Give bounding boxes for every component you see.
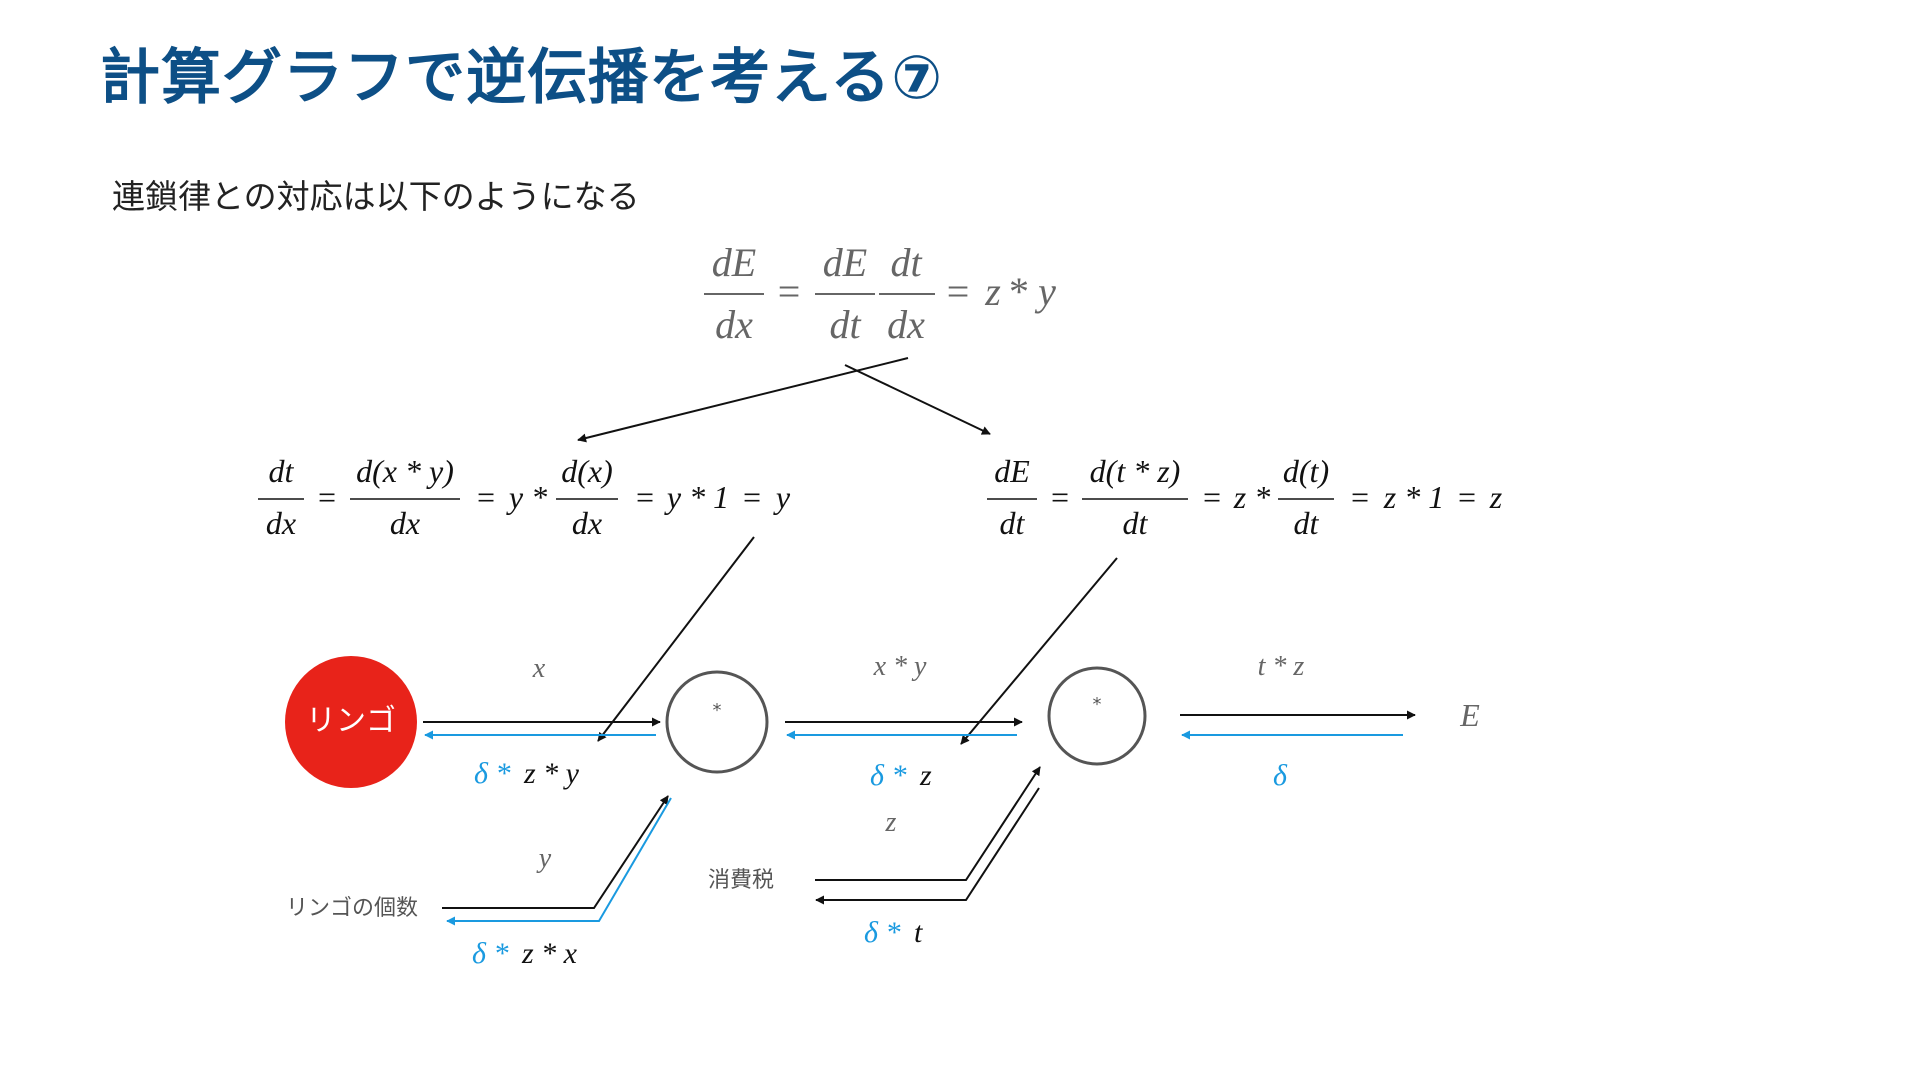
top-equals-1: = <box>778 269 801 314</box>
left-y-star-1: y * 1 <box>664 479 729 515</box>
backward-edge-mult1-to-count <box>446 797 672 926</box>
left-equals-4: = <box>743 479 761 515</box>
left-y-star: y * <box>506 479 547 515</box>
right-derivative-equation: dE dt = d(t * z) dt = z * d(t) dt = z * … <box>987 453 1503 541</box>
top-result-star: * <box>1009 269 1029 314</box>
right-term2-numerator: d(t * z) <box>1090 453 1181 489</box>
slide-subtitle: 連鎖律との対応は以下のようになる <box>112 177 640 216</box>
multiply-node-1 <box>665 670 769 774</box>
top-factor1-denominator: dt <box>829 302 861 347</box>
right-term1-denominator: dt <box>1000 505 1026 541</box>
arrow-right-equation-to-edge <box>960 557 1118 745</box>
top-factor2-numerator: dt <box>890 240 922 285</box>
forward-edge-count-to-mult1 <box>442 795 669 909</box>
right-equals-1: = <box>1051 479 1069 515</box>
forward-label-z: z <box>885 807 897 838</box>
left-derivative-equation: dt dx = d(x * y) dx = y * d(x) dx = y * … <box>258 453 791 541</box>
top-factor1-numerator: dE <box>823 240 867 285</box>
top-lhs-numerator: dE <box>712 240 756 285</box>
backward-edge-mult2-to-tax <box>815 787 1040 905</box>
top-result-y: y <box>1034 269 1056 314</box>
right-result-z: z <box>1489 479 1503 515</box>
forward-edge-tax-to-mult2 <box>815 766 1041 881</box>
backward-label-apple-grad: δ * z * y <box>474 757 580 790</box>
input-label-tax: 消費税 <box>708 868 774 893</box>
forward-label-y: y <box>536 843 552 874</box>
multiply-node-2 <box>1047 666 1147 766</box>
left-term1-denominator: dx <box>266 505 296 541</box>
arrow-top-to-right-equation <box>844 364 991 435</box>
multiply-node-1-symbol: * <box>713 700 722 721</box>
left-equals-2: = <box>477 479 495 515</box>
right-term3-numerator: d(t) <box>1283 453 1329 489</box>
left-term3-numerator: d(x) <box>561 453 613 489</box>
right-equals-2: = <box>1203 479 1221 515</box>
multiply-node-2-symbol: * <box>1093 694 1102 715</box>
left-term2-numerator: d(x * y) <box>356 453 454 489</box>
apple-node <box>285 656 417 788</box>
right-term3-denominator: dt <box>1294 505 1320 541</box>
right-z-star: z * <box>1233 479 1270 515</box>
right-term1-numerator: dE <box>994 453 1030 489</box>
top-lhs-denominator: dx <box>715 302 753 347</box>
right-equals-4: = <box>1458 479 1476 515</box>
left-equals-1: = <box>318 479 336 515</box>
forward-label-x: x <box>532 653 546 684</box>
left-term2-denominator: dx <box>390 505 420 541</box>
left-term1-numerator: dt <box>269 453 295 489</box>
right-term2-denominator: dt <box>1123 505 1149 541</box>
arrow-left-equation-to-edge <box>597 536 755 742</box>
input-label-apple-count: リンゴの個数 <box>286 896 418 921</box>
apple-node-label: リンゴ <box>306 704 396 739</box>
top-chain-rule-equation: dE dx = dE dt dt dx = z * y <box>704 240 1056 347</box>
backward-label-count-grad: δ * z * x <box>472 937 578 970</box>
right-equals-3: = <box>1351 479 1369 515</box>
left-term3-denominator: dx <box>572 505 602 541</box>
slide-title: 計算グラフで逆伝播を考える⑦ <box>100 43 943 113</box>
right-z-star-1: z * 1 <box>1383 479 1444 515</box>
top-result-z: z <box>984 269 1001 314</box>
top-equals-2: = <box>947 269 970 314</box>
backward-label-t-grad: δ * z <box>870 759 932 792</box>
forward-label-tz: t * z <box>1258 651 1305 682</box>
forward-label-xy: x * y <box>873 651 927 682</box>
output-label-E: E <box>1459 697 1480 733</box>
arrow-top-to-left-equation <box>577 357 909 443</box>
top-factor2-denominator: dx <box>887 302 925 347</box>
backward-label-tax-grad: δ * t <box>864 916 923 949</box>
left-result-y: y <box>773 479 791 515</box>
backward-label-output-grad: δ <box>1273 759 1288 792</box>
left-equals-3: = <box>636 479 654 515</box>
